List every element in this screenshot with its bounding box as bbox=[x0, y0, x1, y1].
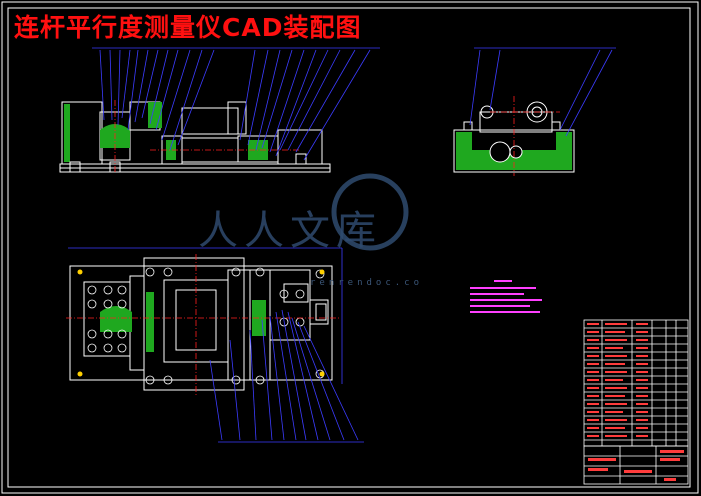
front-view bbox=[59, 101, 331, 173]
drawing-title: 连杆平行度测量仪CAD装配图 bbox=[14, 13, 362, 42]
side-view-centerlines bbox=[490, 96, 560, 176]
title-block bbox=[583, 445, 689, 485]
title-block-text-marks bbox=[588, 450, 684, 481]
parts-list-text-marks bbox=[587, 323, 648, 437]
technical-notes bbox=[470, 280, 542, 313]
top-view-centerlines bbox=[66, 254, 340, 396]
side-view-leaders bbox=[469, 47, 616, 137]
front-view-centerlines bbox=[114, 100, 300, 172]
top-view-markers bbox=[77, 269, 325, 377]
top-view-holes bbox=[87, 267, 325, 385]
inner-border bbox=[7, 7, 691, 488]
parts-list bbox=[583, 319, 689, 447]
top-view bbox=[69, 257, 333, 391]
front-view-leaders bbox=[92, 47, 380, 161]
top-view-leaders bbox=[68, 247, 364, 443]
